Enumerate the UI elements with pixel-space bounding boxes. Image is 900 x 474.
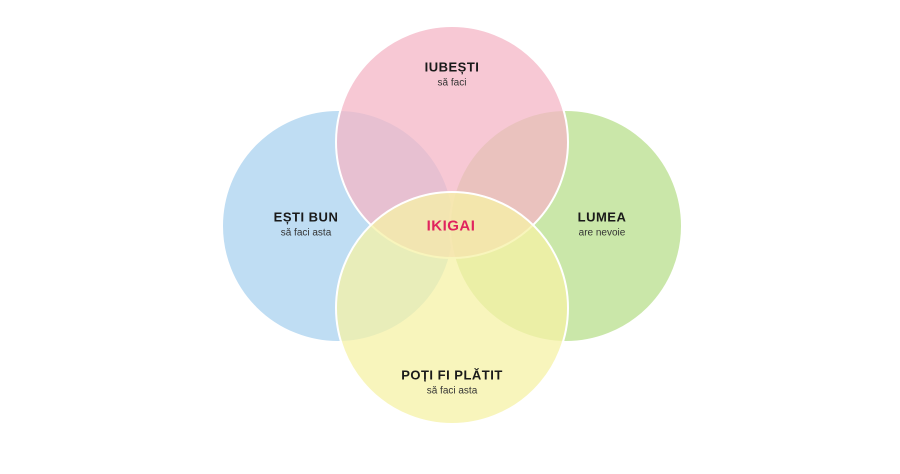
label-world: LUMEA are nevoie [578,210,627,239]
label-good-subtitle: să faci asta [280,227,332,239]
label-world-subtitle: are nevoie [578,227,626,239]
label-love: IUBEȘTI să faci [425,60,480,89]
label-love-subtitle: să faci [437,77,467,89]
label-paid-subtitle: să faci asta [426,385,478,397]
circle-paid [335,191,569,425]
ikigai-center-label: IKIGAI [426,217,476,235]
label-paid: POȚI FI PLĂTIT să faci asta [401,368,503,397]
label-good-title: EȘTI BUN [273,209,339,225]
label-good: EȘTI BUN să faci asta [274,210,339,239]
label-paid-title: POȚI FI PLĂTIT [401,367,503,383]
label-love-title: IUBEȘTI [424,59,480,75]
label-world-title: LUMEA [577,209,627,225]
